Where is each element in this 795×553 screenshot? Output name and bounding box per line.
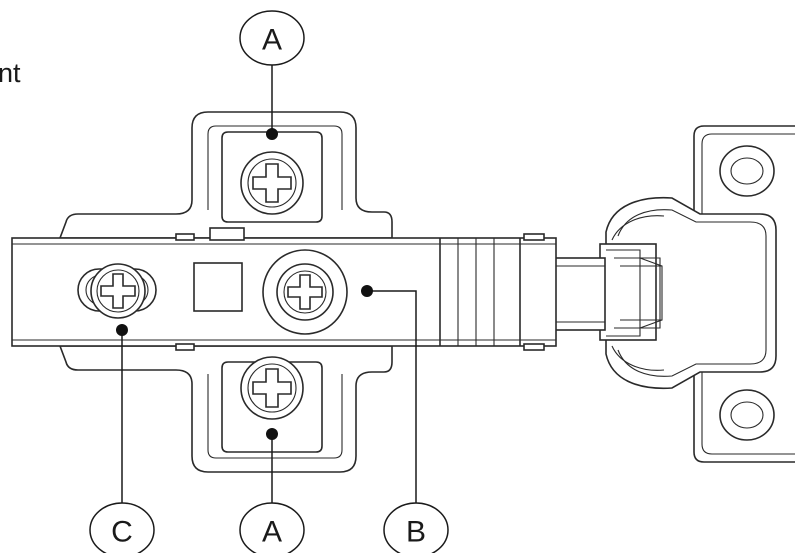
hinge-cup — [599, 196, 777, 390]
phillips-screw-icon — [262, 249, 348, 335]
leader-lines — [116, 64, 417, 504]
callout-label: A — [262, 24, 282, 57]
callout-top: A — [239, 10, 305, 66]
mounting-hole-bottom — [719, 389, 775, 441]
phillips-screw-icon — [240, 356, 304, 420]
square-cutout-icon — [193, 262, 243, 312]
phillips-screw-icon — [77, 263, 157, 319]
mounting-hole-top — [719, 145, 775, 197]
hinge-neck — [552, 257, 606, 331]
callout-label: B — [406, 516, 426, 549]
callout-bottom-middle: A — [239, 502, 305, 553]
mounting-plate — [58, 111, 393, 473]
phillips-screw-icon — [240, 151, 304, 215]
page-fragment-text: nt — [0, 58, 21, 88]
callout-bottom-left: C — [89, 502, 155, 553]
callout-bottom-right: B — [383, 502, 449, 553]
callout-label: A — [262, 516, 282, 549]
callout-label: C — [111, 516, 133, 549]
